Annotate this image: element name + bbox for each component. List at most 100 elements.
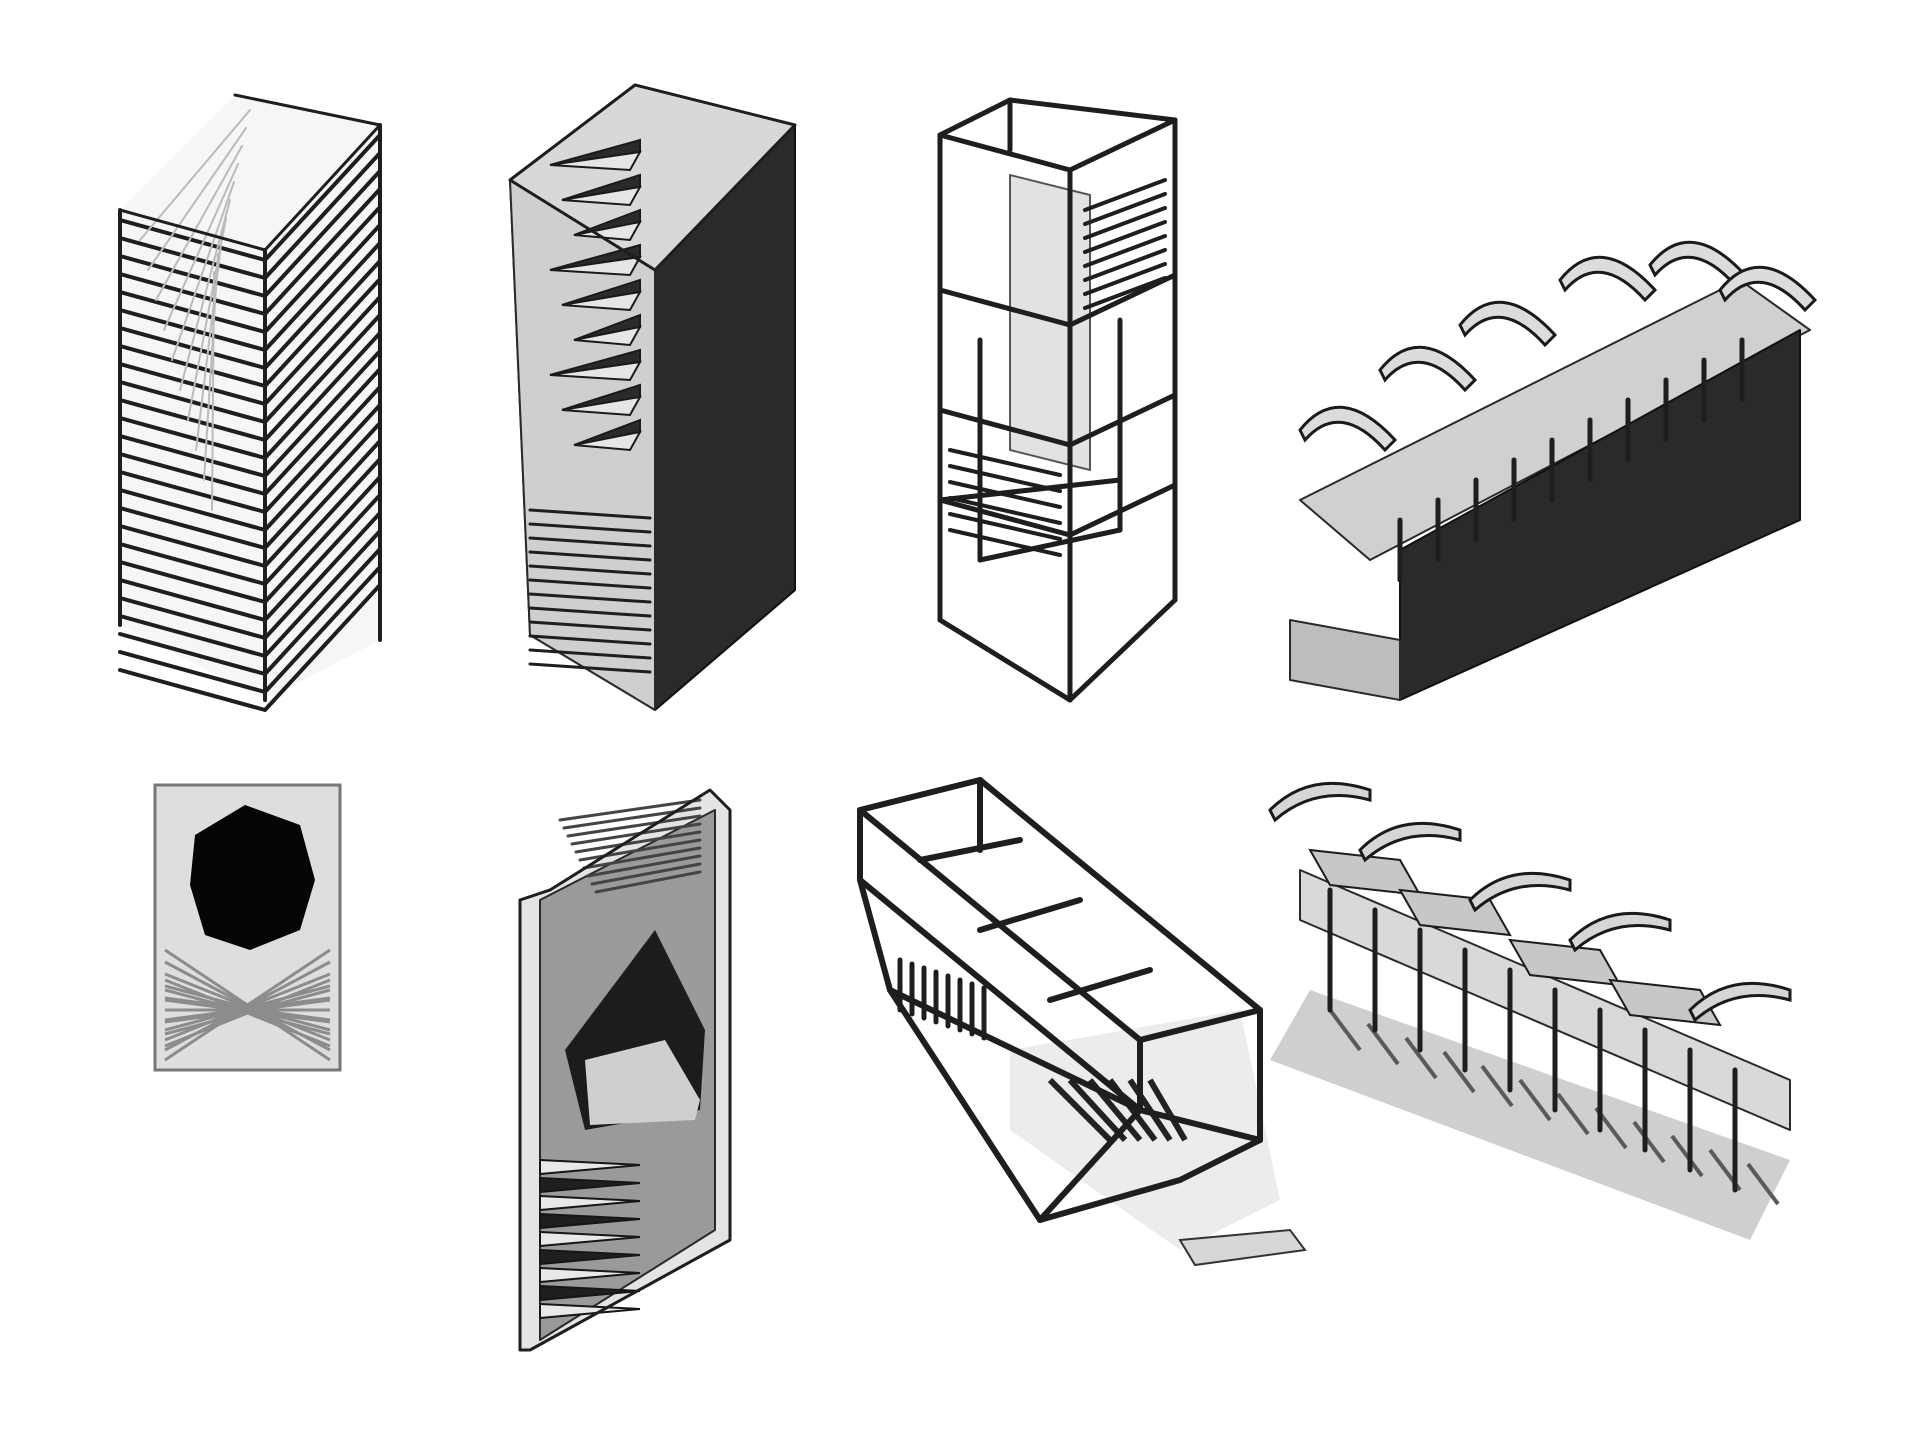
- ladder-rung: [948, 496, 1062, 525]
- stripe: [528, 550, 652, 562]
- shadow-line: [1518, 1078, 1552, 1122]
- stair-tread-face: [549, 150, 642, 172]
- shadow-line: [1147, 1078, 1188, 1142]
- ladder-rung: [948, 464, 1062, 493]
- shadow-line: [1328, 1008, 1362, 1052]
- stair-tread-face: [549, 255, 642, 277]
- inner-slat: [155, 145, 243, 301]
- frame-member: [887, 987, 1143, 1113]
- shadow-line: [1047, 1077, 1113, 1143]
- frame-member: [887, 987, 1043, 1223]
- ladder-rung: [1083, 178, 1167, 212]
- inner-slat: [211, 271, 215, 511]
- inner-slat: [171, 181, 235, 361]
- frame-member: [1037, 1107, 1143, 1223]
- shadow-line: [1632, 1120, 1666, 1164]
- stripe: [578, 838, 702, 862]
- stair-tread: [539, 1302, 641, 1320]
- ladder-rung: [948, 480, 1062, 509]
- arched-volume-open-model: [1268, 781, 1792, 1240]
- ladder-rung: [1083, 276, 1167, 310]
- stair-tread-face: [549, 360, 642, 382]
- arch-rib: [1468, 871, 1572, 913]
- stripe: [566, 814, 702, 838]
- ladder-rung: [1083, 248, 1167, 282]
- frame-member: [1067, 597, 1178, 703]
- frame-member: [937, 132, 1073, 173]
- spiral-stair-tower-lying-model: [518, 788, 732, 1352]
- frame-tower-lying-model: [857, 777, 1307, 1267]
- frame-member: [1037, 1177, 1183, 1223]
- arch-rib: [1558, 255, 1658, 303]
- frame-member: [937, 617, 1073, 703]
- stripe: [528, 508, 652, 520]
- arched-wall-volume-model: [1289, 240, 1818, 701]
- ladder-rung: [1083, 234, 1167, 268]
- stair-tread-face: [573, 325, 642, 347]
- frame-member: [937, 97, 1013, 138]
- stripe: [528, 606, 652, 618]
- frame-member: [937, 477, 1123, 503]
- frame-member: [1047, 967, 1153, 1003]
- frame-member: [937, 497, 1073, 538]
- stripe: [594, 870, 702, 894]
- frame-member: [977, 777, 1263, 1013]
- arch-rib: [1718, 265, 1818, 313]
- frame-member: [917, 837, 1023, 863]
- stripe: [528, 522, 652, 534]
- stair-tread: [539, 1266, 641, 1284]
- stair-tread: [539, 1212, 641, 1230]
- stripe: [570, 822, 702, 846]
- frame-member: [937, 407, 1073, 448]
- stripe: [590, 862, 702, 886]
- ladder-rung: [948, 528, 1062, 557]
- stair-tread: [539, 1158, 641, 1176]
- stripe: [574, 830, 702, 854]
- inner-slat: [147, 127, 247, 271]
- frame-member: [977, 527, 1123, 563]
- spiral-stair-tower-model: [508, 83, 797, 711]
- shadow-line: [1670, 1134, 1704, 1178]
- ladder-rung: [948, 512, 1062, 541]
- arch-rib: [1268, 781, 1372, 823]
- frame-member: [1137, 1007, 1263, 1043]
- inner-slat: [163, 163, 239, 331]
- stripe: [582, 846, 702, 870]
- shadow-line: [1067, 1077, 1128, 1143]
- frame-member: [1007, 97, 1178, 123]
- frame-member: [1067, 117, 1178, 173]
- ladder-rung: [1083, 206, 1167, 240]
- arch-rib: [1378, 345, 1478, 393]
- arch-rib: [1568, 911, 1672, 953]
- stripe: [528, 578, 652, 590]
- stair-tread-face: [561, 185, 642, 207]
- stripe: [528, 634, 652, 646]
- arch-rib: [1688, 981, 1792, 1023]
- stair-tread-face: [573, 430, 642, 452]
- web: [164, 978, 331, 1048]
- stripe: [558, 798, 702, 822]
- shadow-line: [1442, 1050, 1476, 1094]
- shadow-line: [1746, 1162, 1780, 1206]
- stair-tread: [539, 1230, 641, 1248]
- ladder-rung: [1083, 220, 1167, 254]
- slatted-tower-model: [118, 93, 382, 712]
- frame-member: [1137, 1107, 1263, 1143]
- stair-tread: [539, 1284, 641, 1302]
- stripe: [586, 854, 702, 878]
- frame-member: [1177, 1137, 1263, 1183]
- stripe: [528, 648, 652, 660]
- stripe: [528, 662, 652, 674]
- ladder-rung: [1083, 262, 1167, 296]
- slatted-tower-plan-model: [153, 783, 342, 1072]
- ladder-rung: [948, 448, 1062, 477]
- stripe: [528, 620, 652, 632]
- frame-member: [1067, 272, 1178, 328]
- arch-rib: [1458, 300, 1558, 348]
- stripe: [528, 564, 652, 576]
- stair-tread-face: [561, 290, 642, 312]
- stripe: [528, 536, 652, 548]
- frame-member: [857, 877, 893, 993]
- stair-tread: [539, 1248, 641, 1266]
